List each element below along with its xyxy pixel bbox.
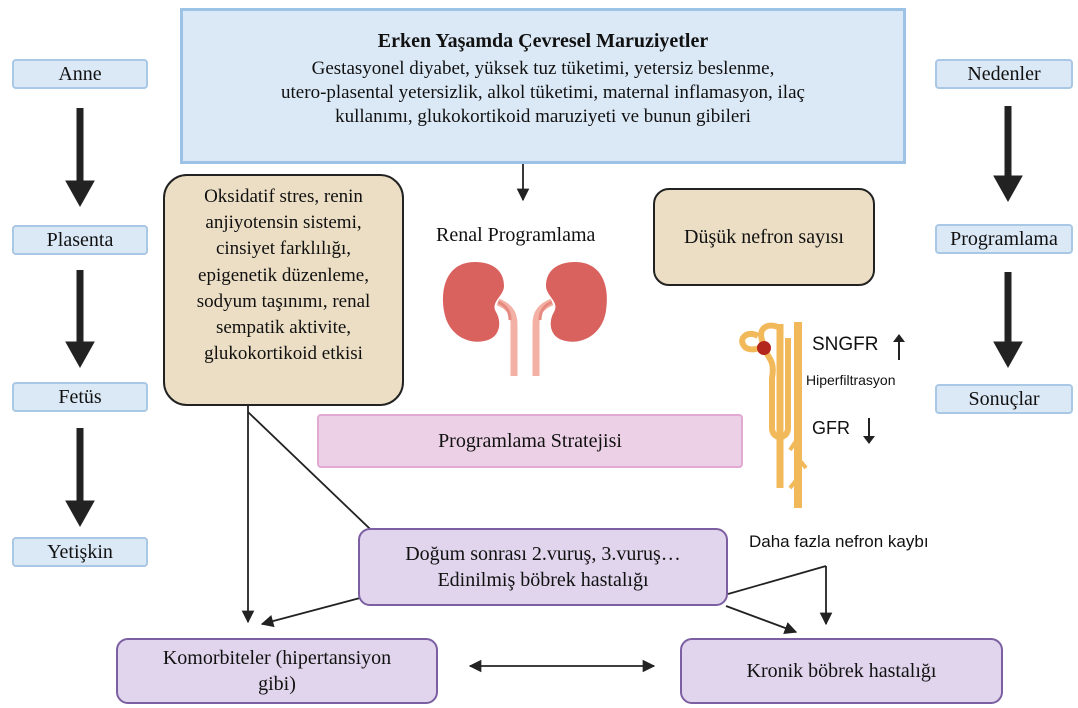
- hyperfiltration-label: Hiperfiltrasyon: [806, 372, 895, 388]
- arrow-postnatal-to-ckd: [726, 606, 796, 632]
- exposures-line-1: Gestasyonel diyabet, yüksek tuz tüketimi…: [183, 57, 903, 81]
- mechanism-line-6: sempatik aktivite,: [175, 315, 392, 341]
- right-step-programlama: Programlama: [935, 224, 1073, 254]
- arrow-programlama-sonuclar: [994, 272, 1022, 367]
- nephron-loss-label: Daha fazla nefron kaybı: [749, 532, 929, 552]
- mechanism-line-7: glukokortikoid etkisi: [175, 341, 392, 367]
- right-step-sonuclar: Sonuçlar: [935, 384, 1073, 414]
- line-postnatal-to-nephronloss: [728, 566, 826, 594]
- exposures-title: Erken Yaşamda Çevresel Maruziyetler: [183, 29, 903, 55]
- right-step-nedenler: Nedenler: [935, 59, 1073, 89]
- ckd-box: Kronik böbrek hastalığı: [680, 638, 1003, 704]
- exposures-line-2: utero-plasental yetersizlik, alkol tüket…: [183, 81, 903, 105]
- arrow-fetus-yetiskin: [66, 428, 94, 526]
- low-nephron-box: Düşük nefron sayısı: [653, 188, 875, 286]
- mechanisms-box: Oksidatif stres, renin anjiyotensin sist…: [163, 174, 404, 406]
- sngfr-label: SNGFR: [812, 334, 879, 356]
- arrow-postnatal-to-comorbid: [262, 598, 360, 624]
- postnatal-hits-box: Doğum sonrası 2.vuruş, 3.vuruş… Edinilmi…: [358, 528, 728, 606]
- arrow-plasenta-fetus: [66, 270, 94, 367]
- mechanism-line-3: cinsiyet farklılığı,: [175, 236, 392, 262]
- arrow-nedenler-programlama: [994, 106, 1022, 201]
- comorbidities-line-2: gibi): [258, 671, 296, 697]
- mechanism-line-1: Oksidatif stres, renin: [175, 184, 392, 210]
- left-step-yetiskin: Yetişkin: [12, 537, 148, 567]
- postnatal-line-1: Doğum sonrası 2.vuruş, 3.vuruş…: [405, 541, 681, 567]
- mechanism-line-5: sodyum taşınımı, renal: [175, 289, 392, 315]
- left-step-anne: Anne: [12, 59, 148, 89]
- left-step-plasenta: Plasenta: [12, 225, 148, 255]
- mechanism-line-4: epigenetik düzenleme,: [175, 263, 392, 289]
- exposures-line-3: kullanımı, glukokortikoid maruziyeti ve …: [183, 105, 903, 129]
- gfr-label: GFR: [812, 418, 850, 439]
- left-step-fetus: Fetüs: [12, 382, 148, 412]
- comorbidities-box: Komorbiteler (hipertansiyon gibi): [116, 638, 438, 704]
- left-flow-arrows: [66, 108, 94, 526]
- arrow-anne-plasenta: [66, 108, 94, 206]
- renal-programming-label: Renal Programlama: [436, 224, 595, 247]
- up-arrow-icon: [892, 334, 906, 360]
- kidneys-icon: [440, 256, 610, 378]
- programming-strategy-box: Programlama Stratejisi: [317, 414, 743, 468]
- postnatal-line-2: Edinilmiş böbrek hastalığı: [437, 567, 648, 593]
- down-arrow-icon: [862, 418, 876, 444]
- comorbidities-line-1: Komorbiteler (hipertansiyon: [163, 645, 391, 671]
- mechanism-line-2: anjiyotensin sistemi,: [175, 210, 392, 236]
- environmental-exposures-box: Erken Yaşamda Çevresel Maruziyetler Gest…: [180, 8, 906, 164]
